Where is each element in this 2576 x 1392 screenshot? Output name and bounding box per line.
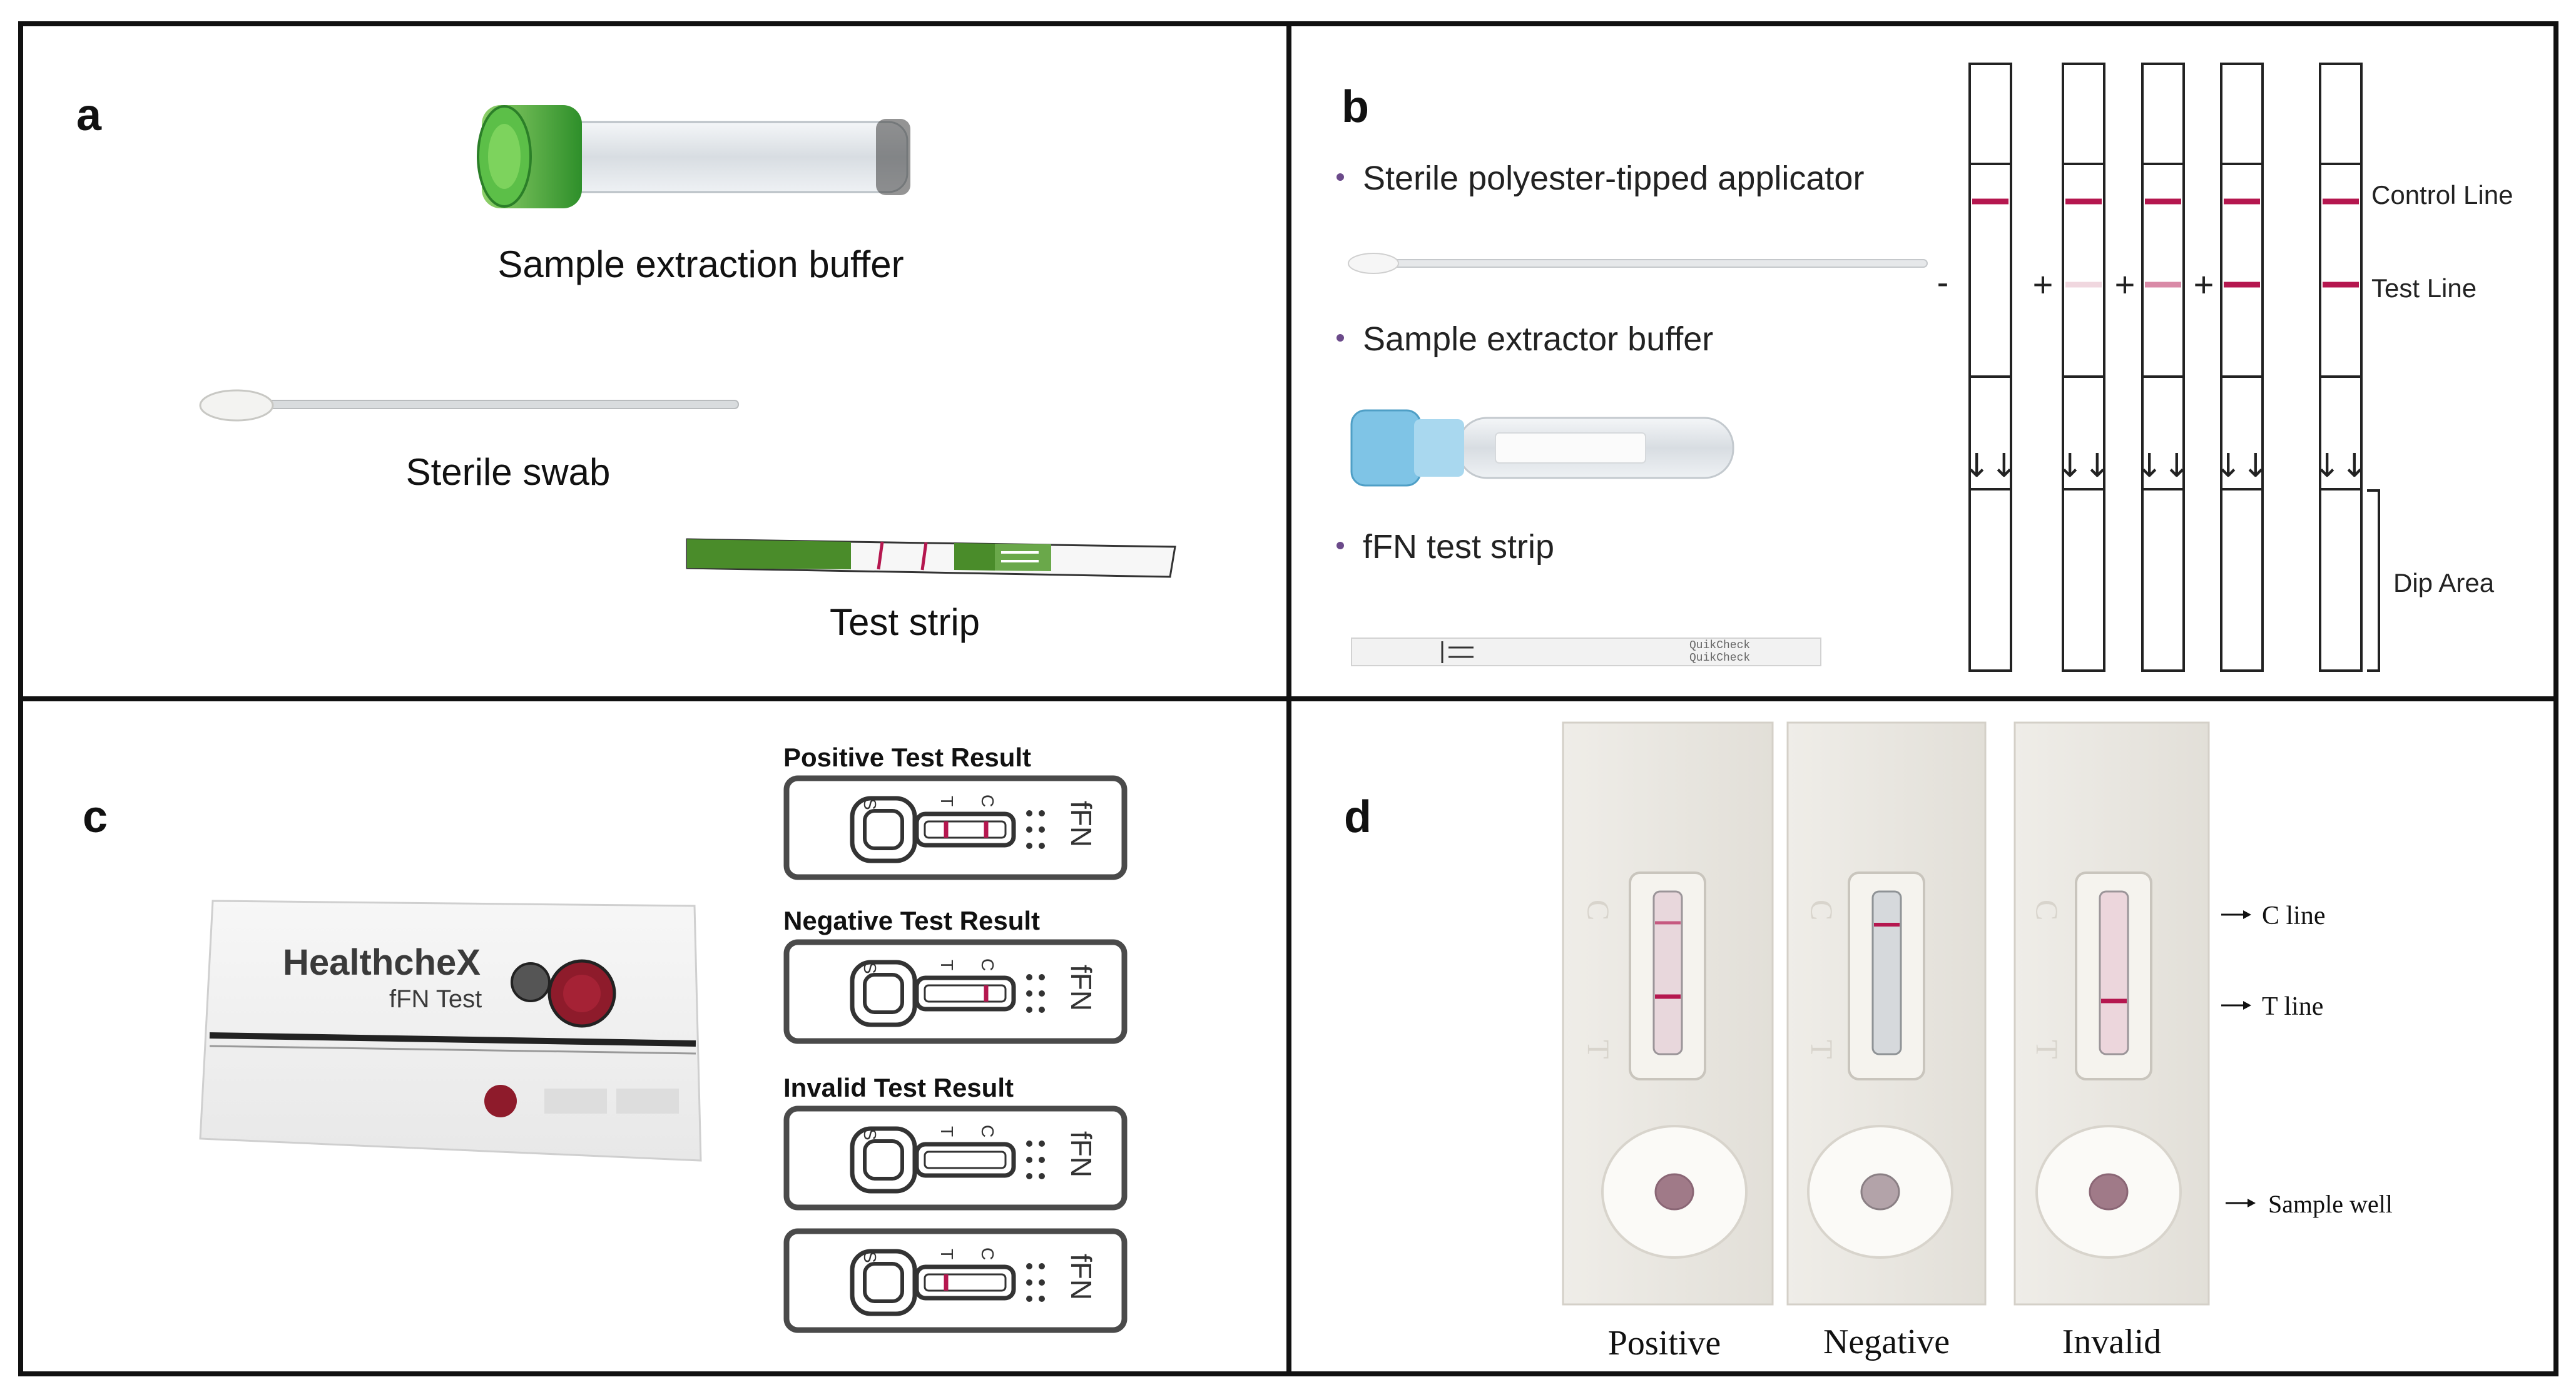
t-mark: T <box>937 960 957 970</box>
t-mark: T <box>1805 1040 1840 1059</box>
panel-b: b Sterile polyester-tipped applicator Sa… <box>1336 63 2513 672</box>
s-mark: S <box>860 1251 880 1263</box>
applicator-image <box>1348 253 1928 274</box>
panel-a-letter: a <box>76 90 102 140</box>
item-label: Test strip <box>830 601 980 643</box>
panel-d-letter: d <box>1344 792 1372 842</box>
panel-c-letter: c <box>83 792 108 842</box>
panel-grid <box>18 21 2558 1376</box>
bullet-label: Sterile polyester-tipped applicator <box>1363 160 1864 197</box>
item-label: Sterile swab <box>406 451 611 493</box>
fFN-mark: fFN <box>1065 1254 1097 1300</box>
strip-print: QuikCheck <box>1689 639 1750 652</box>
box-brand: HealthcheX <box>283 942 481 983</box>
product-box-image: HealthcheX fFN Test <box>199 900 702 1162</box>
t-mark: T <box>937 796 957 806</box>
arrow-down-icon: ↓↓ <box>2214 447 2269 485</box>
cassette-invalid-t-only: S T C fFN <box>783 1228 1128 1333</box>
fFN-mark: fFN <box>1065 965 1097 1011</box>
extractor-tube-image <box>1350 409 1734 487</box>
strip-print: QuikCheck <box>1689 652 1750 664</box>
brand-logo <box>484 1085 517 1117</box>
cassette-negative: S T C fFN <box>783 939 1128 1044</box>
arrow-down-icon: ↓↓ <box>1963 447 2017 485</box>
cassette-label: Invalid <box>2062 1323 2162 1361</box>
dip-arrows: ↓↓ ↓↓ ↓↓ ↓↓ ↓↓ <box>1963 447 2368 485</box>
arrow-down-icon: ↓↓ <box>2056 447 2110 485</box>
panel-a: a Sample extraction buffer Sterile swab <box>76 90 1176 643</box>
panel-c: c HealthcheX fFN Test Positive Test Resu… <box>83 743 1128 1333</box>
dip-area-bracket <box>2367 489 2380 672</box>
s-mark: S <box>860 1129 880 1141</box>
photo-cassette-positive: C T <box>1562 721 1774 1306</box>
sterile-swab-image <box>199 389 739 422</box>
c-mark: C <box>2030 900 2065 920</box>
c-mark: C <box>978 795 997 807</box>
result-strip-reference <box>2319 63 2363 672</box>
cassette-label: Positive <box>1608 1324 1721 1363</box>
arrow-down-icon: ↓↓ <box>2136 447 2190 485</box>
fFN-mark: fFN <box>1065 801 1097 847</box>
photo-cassette-negative: C T <box>1786 721 1987 1306</box>
positive-result-title: Positive Test Result <box>783 743 1031 772</box>
test-strip-image <box>686 538 1176 578</box>
c-mark: C <box>978 1247 997 1260</box>
sign-plus: + <box>2115 265 2136 304</box>
c-mark: C <box>1581 900 1616 920</box>
cassette-invalid-none: S T C fFN <box>783 1105 1128 1211</box>
fFN-mark: fFN <box>1065 1131 1097 1177</box>
bullet-label: fFN test strip <box>1363 528 1554 566</box>
sign-plus: + <box>2033 265 2054 304</box>
cassette-positive: S T C fFN <box>783 775 1128 880</box>
result-strip-negative <box>1968 63 2012 672</box>
s-mark: S <box>860 962 880 974</box>
extraction-tube-image <box>477 105 910 208</box>
result-strip-positive-medium <box>2141 63 2185 672</box>
t-mark: T <box>2030 1040 2065 1059</box>
control-line-label: Control Line <box>2371 180 2513 210</box>
c-line-label: C line <box>2262 902 2326 930</box>
brand-logo <box>511 962 551 1002</box>
cassette-label: Negative <box>1823 1323 1950 1361</box>
annotation-arrows <box>2221 910 2256 1207</box>
test-line-label: Test Line <box>2371 273 2477 303</box>
t-mark: T <box>937 1249 957 1259</box>
arrow-down-icon: ↓↓ <box>2313 447 2368 485</box>
c-mark: C <box>1805 900 1840 920</box>
panel-b-letter: b <box>1341 82 1369 132</box>
c-mark: C <box>978 958 997 971</box>
t-mark: T <box>937 1126 957 1137</box>
result-strip-positive-weak <box>2062 63 2105 672</box>
bullet-label: Sample extractor buffer <box>1363 320 1713 358</box>
sample-well-label: Sample well <box>2268 1190 2393 1218</box>
dip-area-label: Dip Area <box>2393 568 2495 597</box>
panel-d: d C T Positive C T Negative <box>1344 721 2393 1363</box>
result-strips <box>1968 63 2363 672</box>
t-mark: T <box>1581 1040 1616 1059</box>
item-label: Sample extraction buffer <box>497 243 904 285</box>
c-mark: C <box>978 1125 997 1137</box>
box-product: fFN Test <box>389 985 482 1013</box>
fFN-test-strip-image: QuikCheck QuikCheck <box>1351 638 1821 666</box>
result-signs: - + + + <box>1937 262 2214 304</box>
photo-cassette-invalid: C T <box>2013 721 2210 1306</box>
s-mark: S <box>860 798 880 810</box>
t-line-label: T line <box>2262 992 2323 1021</box>
invalid-result-title: Invalid Test Result <box>783 1073 1014 1102</box>
sign-plus: + <box>2194 265 2214 304</box>
negative-result-title: Negative Test Result <box>783 906 1040 935</box>
sign-minus: - <box>1937 262 1949 302</box>
result-strip-positive-strong <box>2220 63 2264 672</box>
